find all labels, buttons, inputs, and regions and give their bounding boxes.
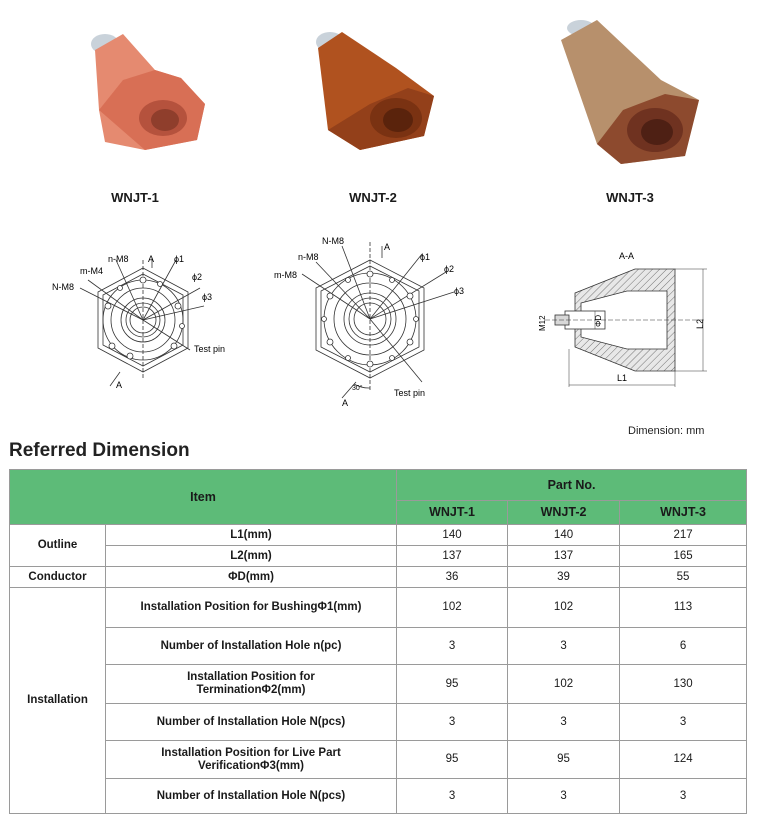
- product-image-wnjt-3: [561, 20, 699, 164]
- drawing1-label-n-m8: n-M8: [108, 254, 129, 264]
- group-label: Conductor: [9, 566, 106, 588]
- cell-value: 130: [619, 664, 748, 704]
- drawing1-label-n-m8-outer: N-M8: [52, 282, 74, 292]
- table-row: Number of Installation Hole N(pcs) 3 3 3: [10, 703, 748, 741]
- header-col-wnjt-3: WNJT-3: [619, 500, 748, 525]
- drawing1-label-phi1: ϕ1: [174, 254, 184, 264]
- drawing2-label-phi3: ϕ3: [454, 286, 464, 296]
- section-label-l2: L2: [695, 319, 705, 329]
- section-drawing-a-a: A-A M12 ΦD L2 L1: [538, 251, 707, 387]
- section-label-l1: L1: [617, 373, 627, 383]
- table-row: Outline L1(mm) 140 140 217: [9, 524, 748, 567]
- drawing1-label-m-m4: m-M4: [80, 266, 103, 276]
- cell-value: 140: [396, 524, 509, 546]
- cell-value: 102: [507, 664, 621, 704]
- cell-value: 3: [619, 703, 748, 741]
- drawing2-label-n-m8-top: N-M8: [322, 236, 344, 246]
- cell-value: 3: [396, 703, 509, 741]
- cell-value: 3: [507, 703, 621, 741]
- cell-value: 140: [507, 524, 621, 546]
- drawing1-label-phi2: ϕ2: [192, 272, 202, 282]
- product-label-wnjt-3: WNJT-3: [606, 190, 654, 205]
- row-label: L1(mm): [104, 524, 398, 546]
- header-col-wnjt-2: WNJT-2: [507, 500, 621, 525]
- drawing2-label-a-top: A: [384, 242, 390, 252]
- row-label: Installation Position for TerminationΦ2(…: [104, 664, 398, 704]
- cell-value: 6: [619, 627, 748, 665]
- row-label: L2(mm): [104, 545, 398, 567]
- cell-value: 3: [507, 778, 621, 814]
- drawing2-label-m-m8: m-M8: [274, 270, 297, 280]
- section-title: A-A: [619, 251, 634, 261]
- cell-value: 137: [507, 545, 621, 567]
- product-image-wnjt-1: [91, 34, 205, 150]
- row-label: ΦD(mm): [104, 566, 398, 588]
- header-col-wnjt-1: WNJT-1: [396, 500, 509, 525]
- row-label: Number of Installation Hole N(pcs): [104, 778, 398, 814]
- cell-value: 3: [396, 627, 509, 665]
- product-label-wnjt-2: WNJT-2: [349, 190, 397, 205]
- section-label-phid: ΦD: [594, 315, 603, 327]
- table-row: Number of Installation Hole n(pc) 3 3 6: [10, 627, 748, 665]
- drawing1-label-test-pin: Test pin: [194, 344, 225, 354]
- product-image-wnjt-2: [316, 32, 434, 150]
- row-label: Installation Position for BushingΦ1(mm): [104, 587, 398, 628]
- dimension-table: Item Part No. WNJT-1 WNJT-2 WNJT-3 Outli…: [8, 469, 748, 814]
- cell-value: 102: [396, 587, 509, 628]
- cell-value: 124: [619, 740, 748, 779]
- drawing2-label-phi2: ϕ2: [444, 264, 454, 274]
- technical-drawing-2: N-M8 A n-M8 ϕ1 m-M8 ϕ2 ϕ3 30° Test pin A: [274, 236, 464, 407]
- cell-value: 36: [396, 566, 509, 588]
- header-part-no: Part No.: [396, 469, 748, 501]
- drawing2-label-a-bottom: A: [342, 398, 348, 407]
- drawing1-label-a-bottom: A: [116, 380, 122, 390]
- drawing2-label-30deg: 30°: [352, 384, 363, 392]
- drawing2-label-n-m8: n-M8: [298, 252, 319, 262]
- cell-value: 3: [507, 627, 621, 665]
- table-row: L2(mm) 137 137 165: [10, 545, 748, 567]
- row-label: Number of Installation Hole N(pcs): [104, 703, 398, 741]
- cell-value: 95: [396, 740, 509, 779]
- table-row: Number of Installation Hole N(pcs) 3 3 3: [10, 778, 748, 814]
- cell-value: 39: [507, 566, 621, 588]
- table-row: Installation Position for TerminationΦ2(…: [10, 664, 748, 704]
- row-label: Installation Position for Live Part Veri…: [104, 740, 398, 779]
- cell-value: 95: [396, 664, 509, 704]
- section-label-m12: M12: [538, 315, 547, 331]
- section-heading: Referred Dimension: [9, 440, 190, 461]
- drawing2-label-test-pin: Test pin: [394, 388, 425, 398]
- drawing2-label-phi1: ϕ1: [420, 252, 430, 262]
- drawing1-label-a-top: A: [148, 254, 154, 264]
- cell-value: 3: [619, 778, 748, 814]
- header-item: Item: [8, 469, 398, 525]
- cell-value: 102: [507, 587, 621, 628]
- row-label: Number of Installation Hole n(pc): [104, 627, 398, 665]
- table-row: Installation Installation Position for B…: [9, 587, 748, 814]
- group-label: Installation: [9, 587, 106, 814]
- group-label: Outline: [9, 524, 106, 567]
- cell-value: 137: [396, 545, 509, 567]
- dimension-note: Dimension: mm: [628, 425, 705, 437]
- cell-value: 55: [619, 566, 748, 588]
- cell-value: 165: [619, 545, 748, 567]
- cell-value: 113: [619, 587, 748, 628]
- product-label-wnjt-1: WNJT-1: [111, 190, 159, 205]
- technical-drawing-1: n-M8 A ϕ1 m-M4 ϕ2 N-M8 ϕ3 Test pin A: [52, 254, 225, 390]
- cell-value: 95: [507, 740, 621, 779]
- cell-value: 217: [619, 524, 748, 546]
- table-row: Conductor ΦD(mm) 36 39 55: [9, 566, 748, 588]
- cell-value: 3: [396, 778, 509, 814]
- drawing1-label-phi3: ϕ3: [202, 292, 212, 302]
- table-row: Installation Position for Live Part Veri…: [10, 740, 748, 779]
